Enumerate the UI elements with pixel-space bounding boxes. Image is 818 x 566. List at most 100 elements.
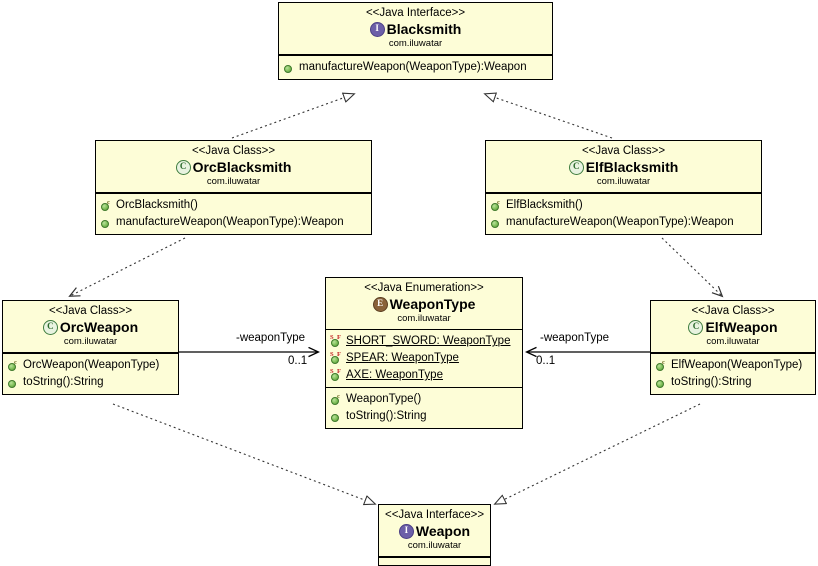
enumeration-icon: E	[372, 296, 388, 312]
blacksmith-name: Blacksmith	[386, 21, 462, 37]
weapon-header: <<Java Interface>> I Weapon com.iluwatar	[379, 505, 490, 557]
weapon-package: com.iluwatar	[407, 540, 462, 551]
constructor-icon: c	[100, 199, 114, 213]
field-label: AXE: WeaponType	[346, 369, 443, 381]
elfweapon-name: ElfWeapon	[705, 319, 778, 335]
orcweapon-assoc-role-label: -weaponType	[236, 332, 306, 344]
uml-class-elfblacksmith[interactable]: <<Java Class>> C ElfBlacksmith com.iluwa…	[485, 140, 762, 235]
edge-elfweapon-implements-weapon	[495, 403, 701, 504]
member-row[interactable]: c WeaponType()	[326, 391, 522, 408]
orcblacksmith-header: <<Java Class>> C OrcBlacksmith com.iluwa…	[96, 141, 371, 193]
member-label: manufactureWeapon(WeaponType):Weapon	[506, 216, 734, 228]
class-icon: C	[568, 159, 584, 175]
member-row[interactable]: c ElfWeapon(WeaponType)	[651, 357, 815, 374]
elfweapon-package: com.iluwatar	[706, 336, 760, 347]
orcweapon-package: com.iluwatar	[63, 336, 118, 347]
edge-elfblacksmith-depends-elfweapon	[661, 237, 722, 296]
weapontype-name: WeaponType	[389, 296, 476, 312]
member-row[interactable]: c OrcWeapon(WeaponType)	[3, 357, 178, 374]
member-label: manufactureWeapon(WeaponType):Weapon	[299, 61, 527, 73]
member-row[interactable]: c OrcBlacksmith()	[96, 197, 371, 214]
elfweapon-assoc-multiplicity-label: 0..1	[536, 355, 556, 367]
orcweapon-assoc-multiplicity-label: 0..1	[288, 355, 308, 367]
method-icon	[490, 216, 504, 230]
member-label: toString():String	[346, 410, 427, 422]
method-icon	[655, 376, 669, 390]
member-label: toString():String	[671, 376, 752, 388]
edge-orcweapon-implements-weapon	[112, 403, 375, 504]
blacksmith-methods: manufactureWeapon(WeaponType):Weapon	[279, 55, 552, 79]
class-icon: C	[42, 319, 58, 335]
method-icon	[283, 61, 297, 75]
edge-elfblacksmith-implements-blacksmith	[485, 94, 613, 139]
weapon-stereotype: <<Java Interface>>	[385, 509, 485, 521]
member-row[interactable]: toString():String	[3, 374, 178, 391]
blacksmith-package: com.iluwatar	[388, 38, 443, 49]
weapon-empty-compartment	[379, 557, 490, 565]
elfblacksmith-methods: c ElfBlacksmith() manufactureWeapon(Weap…	[486, 193, 761, 234]
blacksmith-title: I Blacksmith	[285, 20, 546, 38]
orcweapon-stereotype: <<Java Class>>	[48, 305, 133, 317]
member-row[interactable]: toString():String	[651, 374, 815, 391]
weapontype-header: <<Java Enumeration>> E WeaponType com.il…	[326, 278, 522, 330]
member-label: WeaponType()	[346, 393, 422, 405]
class-icon: C	[688, 319, 704, 335]
method-icon	[7, 376, 21, 390]
member-label: ElfWeapon(WeaponType)	[671, 359, 803, 371]
orcblacksmith-stereotype: <<Java Class>>	[191, 145, 276, 157]
constructor-icon: c	[330, 393, 344, 407]
orcweapon-title: C OrcWeapon	[9, 318, 172, 336]
uml-class-elfweapon[interactable]: <<Java Class>> C ElfWeapon com.iluwatar …	[650, 300, 816, 395]
method-icon	[330, 410, 344, 424]
weapon-name: Weapon	[415, 523, 471, 539]
member-label: OrcWeapon(WeaponType)	[23, 359, 160, 371]
member-label: manufactureWeapon(WeaponType):Weapon	[116, 216, 344, 228]
constructor-icon: c	[655, 359, 669, 373]
orcblacksmith-title: C OrcBlacksmith	[102, 158, 365, 176]
class-icon: C	[175, 159, 191, 175]
orcblacksmith-name: OrcBlacksmith	[192, 159, 292, 175]
uml-class-orcblacksmith[interactable]: <<Java Class>> C OrcBlacksmith com.iluwa…	[95, 140, 372, 235]
blacksmith-header: <<Java Interface>> I Blacksmith com.iluw…	[279, 3, 552, 55]
weapon-title: I Weapon	[385, 522, 484, 540]
member-row[interactable]: manufactureWeapon(WeaponType):Weapon	[486, 214, 761, 231]
member-label: ElfBlacksmith()	[506, 199, 583, 211]
elfweapon-header: <<Java Class>> C ElfWeapon com.iluwatar	[651, 301, 815, 353]
orcblacksmith-methods: c OrcBlacksmith() manufactureWeapon(Weap…	[96, 193, 371, 234]
elfblacksmith-title: C ElfBlacksmith	[492, 158, 755, 176]
edge-orcblacksmith-depends-orcweapon	[70, 237, 186, 296]
uml-class-orcweapon[interactable]: <<Java Class>> C OrcWeapon com.iluwatar …	[2, 300, 179, 395]
member-row[interactable]: manufactureWeapon(WeaponType):Weapon	[96, 214, 371, 231]
member-row[interactable]: toString():String	[326, 408, 522, 425]
method-icon	[100, 216, 114, 230]
weapontype-methods: c WeaponType() toString():String	[326, 387, 522, 428]
uml-class-blacksmith[interactable]: <<Java Interface>> I Blacksmith com.iluw…	[278, 2, 553, 80]
orcweapon-name: OrcWeapon	[59, 319, 139, 335]
blacksmith-stereotype: <<Java Interface>>	[365, 7, 466, 19]
interface-icon: I	[369, 21, 385, 37]
edge-orcblacksmith-implements-blacksmith	[231, 94, 354, 139]
constructor-icon: c	[490, 199, 504, 213]
uml-class-weapontype[interactable]: <<Java Enumeration>> E WeaponType com.il…	[325, 277, 523, 429]
weapontype-title: E WeaponType	[332, 295, 516, 313]
constructor-icon: c	[7, 359, 21, 373]
elfweapon-methods: c ElfWeapon(WeaponType) toString():Strin…	[651, 353, 815, 394]
elfblacksmith-package: com.iluwatar	[596, 176, 651, 187]
member-row[interactable]: c ElfBlacksmith()	[486, 197, 761, 214]
orcweapon-methods: c OrcWeapon(WeaponType) toString():Strin…	[3, 353, 178, 394]
field-label: SPEAR: WeaponType	[346, 352, 459, 364]
elfweapon-title: C ElfWeapon	[657, 318, 809, 336]
elfblacksmith-name: ElfBlacksmith	[585, 159, 679, 175]
uml-class-weapon[interactable]: <<Java Interface>> I Weapon com.iluwatar	[378, 504, 491, 566]
member-row[interactable]: manufactureWeapon(WeaponType):Weapon	[279, 59, 552, 76]
interface-icon: I	[398, 523, 414, 539]
orcweapon-header: <<Java Class>> C OrcWeapon com.iluwatar	[3, 301, 178, 353]
